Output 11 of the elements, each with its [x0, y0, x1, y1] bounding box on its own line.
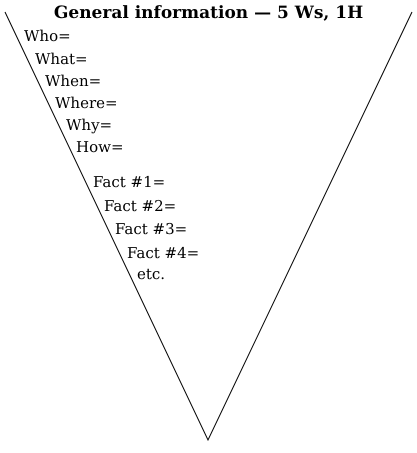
prompt-line: etc. [137, 265, 166, 283]
prompt-line: Fact #2= [104, 197, 176, 215]
prompt-line: Who= [24, 27, 71, 45]
prompt-line: How= [76, 138, 124, 156]
prompt-line: When= [45, 72, 102, 90]
prompt-line: Fact #4= [127, 244, 200, 262]
prompt-line: Fact #1= [93, 173, 166, 191]
prompt-line: Fact #3= [115, 220, 188, 238]
prompt-line: What= [35, 50, 88, 68]
prompt-line: Where= [55, 94, 118, 112]
prompt-line: Why= [66, 116, 112, 134]
